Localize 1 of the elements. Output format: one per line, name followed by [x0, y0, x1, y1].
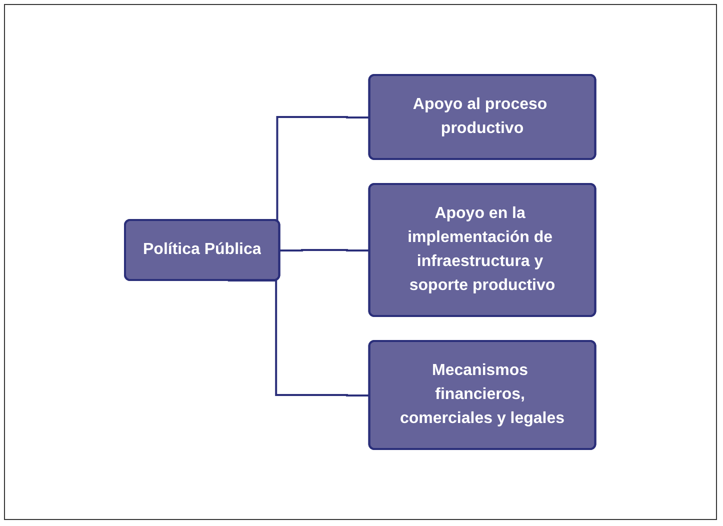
connector [280, 249, 370, 252]
